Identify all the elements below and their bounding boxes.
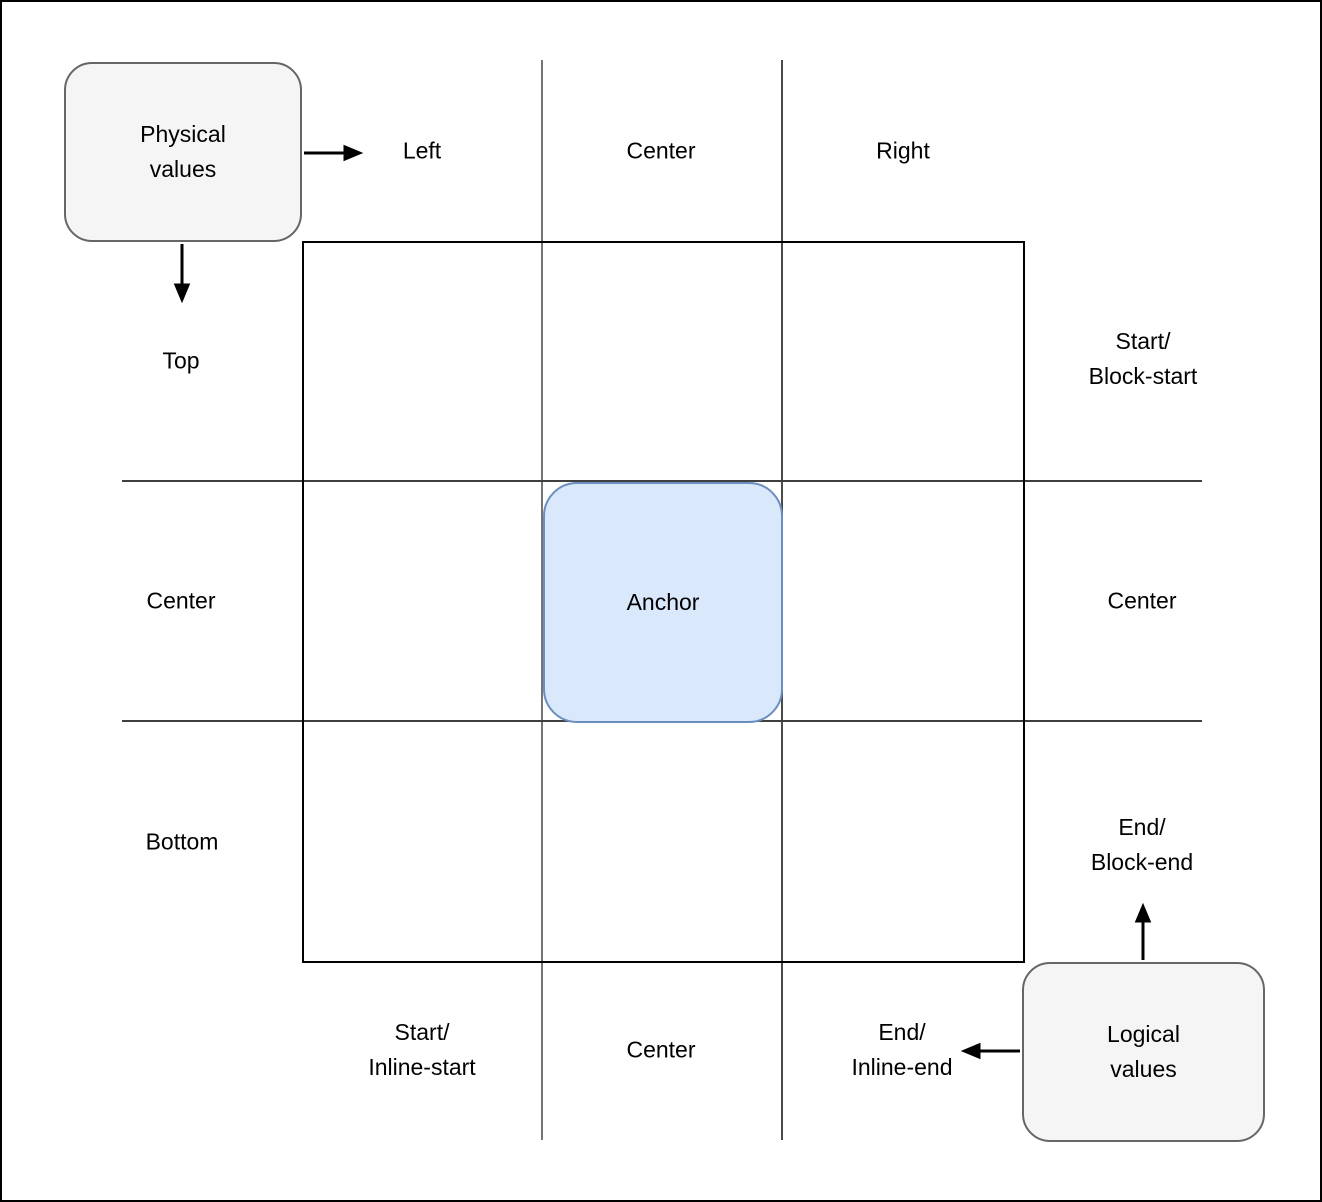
column-label-inline-end: End/ Inline-end bbox=[851, 1019, 953, 1080]
anchor-label: Anchor bbox=[626, 589, 700, 615]
row-label-bottom: Bottom bbox=[145, 828, 219, 855]
gridline-horizontal-top bbox=[122, 480, 1202, 482]
row-label-block-start: Start/ Block-start bbox=[1088, 328, 1198, 389]
arrow-right-icon bbox=[304, 144, 364, 162]
row-label-center-right: Center bbox=[1107, 587, 1177, 614]
physical-values-box: Physical values bbox=[64, 62, 302, 242]
anchor-box: Anchor bbox=[543, 482, 783, 723]
arrow-down-icon bbox=[173, 244, 191, 304]
column-label-right: Right bbox=[876, 137, 930, 164]
gridline-vertical-left bbox=[541, 60, 543, 1140]
row-label-center-left: Center bbox=[146, 587, 216, 614]
row-label-top: Top bbox=[162, 347, 200, 374]
column-label-center-bottom: Center bbox=[626, 1036, 696, 1063]
column-label-center-top: Center bbox=[626, 137, 696, 164]
arrow-left-icon bbox=[960, 1042, 1020, 1060]
row-label-block-end: End/ Block-end bbox=[1090, 814, 1194, 875]
arrow-up-icon bbox=[1134, 902, 1152, 960]
logical-values-box: Logical values bbox=[1022, 962, 1265, 1142]
column-label-inline-start: Start/ Inline-start bbox=[368, 1019, 476, 1080]
logical-values-label: Logical values bbox=[1107, 1021, 1180, 1082]
anchor-grid-outline bbox=[302, 241, 1025, 963]
physical-values-label: Physical values bbox=[140, 121, 226, 182]
column-label-left: Left bbox=[402, 137, 442, 164]
